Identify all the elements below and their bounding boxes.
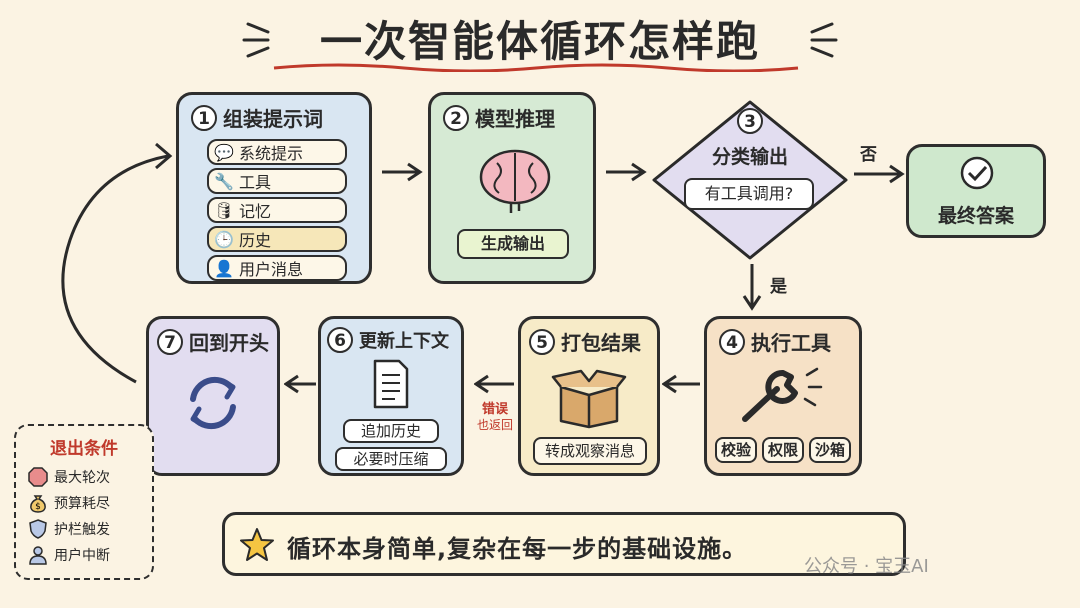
step6-title: 更新上下文 [359,331,449,352]
page-title: 一次智能体循环怎样跑 [319,17,760,66]
step6-card: 6 更新上下文 追加历史 必要时压缩 [318,316,464,476]
user-icon [29,546,47,565]
sparkle-right-icon [810,22,838,58]
step4-tag-sandbox: 沙箱 [809,437,851,463]
step2-card: 2 模型推理 生成输出 [428,92,596,284]
clock-icon: 🕒 [214,229,234,249]
user-icon: 👤 [214,258,234,278]
step4-card: 4 执行工具 校验 权限 沙箱 [704,316,862,476]
arrow-6-to-7 [284,374,316,394]
wrench-icon: 🔧 [214,171,234,191]
summary-text: 循环本身简单,复杂在每一步的基础设施。 [287,535,748,563]
step1-number: 1 [191,104,217,131]
summary-banner: 循环本身简单,复杂在每一步的基础设施。 [222,512,906,576]
yes-label: 是 [770,277,787,297]
star-icon [240,528,274,561]
exit-item: 护栏触发 [28,519,152,539]
final-answer-label: 最终答案 [937,205,1014,227]
step5-number: 5 [529,328,555,355]
exit-title: 退出条件 [50,439,118,459]
step6-number: 6 [327,327,353,353]
exit-item: $ 预算耗尽 [28,493,152,513]
step4-tag-validate: 校验 [715,437,757,463]
money-bag-icon: $ [30,495,46,513]
check-circle-icon [960,156,994,190]
svg-text:$: $ [35,502,41,512]
refresh-icon [190,376,236,430]
wrench-large-icon [742,367,823,422]
sparkle-left-icon [242,22,270,58]
step3-question: 有工具调用? [684,178,814,210]
final-answer-card: 最终答案 [906,144,1046,238]
step2-output: 生成输出 [457,229,569,259]
arrow-4-to-5 [662,374,700,394]
step4-tag-permission: 权限 [762,437,804,463]
arrow-3-to-4 [742,264,762,311]
step1-title: 组装提示词 [223,107,323,131]
step7-title: 回到开头 [189,331,269,355]
arrow-3-to-final [854,164,905,184]
step3-title: 分类输出 [711,146,788,168]
step1-item-system: 💬系统提示 [207,139,347,165]
step1-item-memory: 🛢记忆 [207,197,347,223]
chat-icon: 💬 [214,142,234,162]
box-icon [551,369,627,429]
step1-item-user: 👤用户消息 [207,255,347,281]
stop-icon [28,467,48,487]
error-label-line1: 错误 [481,402,508,417]
exit-item: 用户中断 [28,545,152,565]
step3-number: 3 [737,108,763,134]
exit-conditions-panel: 退出条件 最大轮次 $ 预算耗尽 护栏触发 用户中断 [14,424,154,580]
step6-tag-compress: 必要时压缩 [335,447,447,471]
step2-title: 模型推理 [475,107,555,131]
shield-icon [29,519,47,539]
watermark: 公众号 · 宝玉AI [804,556,929,577]
step1-item-history: 🕒历史 [207,226,347,252]
document-icon [373,359,409,409]
step1-card: 1 组装提示词 💬系统提示 🔧工具 🛢记忆 🕒历史 👤用户消息 [176,92,372,284]
exit-item: 最大轮次 [28,467,152,487]
step5-card: 5 打包结果 转成观察消息 [518,316,660,476]
step5-output: 转成观察消息 [533,437,647,465]
loop-back-arrow [61,142,173,384]
brain-icon [479,149,551,213]
step5-title: 打包结果 [561,331,641,355]
title-underline [273,63,799,72]
step4-title: 执行工具 [751,331,831,355]
step2-number: 2 [443,104,469,131]
step6-tag-append: 追加历史 [343,419,439,443]
no-label: 否 [860,145,877,165]
database-icon: 🛢 [213,200,235,220]
arrow-5-to-6 [474,374,514,394]
step7-card: 7 回到开头 [146,316,280,476]
arrow-1-to-2 [382,162,423,182]
step7-number: 7 [157,328,183,355]
error-label-line2: 也返回 [476,418,513,432]
arrow-2-to-3 [606,162,647,182]
step1-item-tools: 🔧工具 [207,168,347,194]
step4-number: 4 [719,328,745,355]
